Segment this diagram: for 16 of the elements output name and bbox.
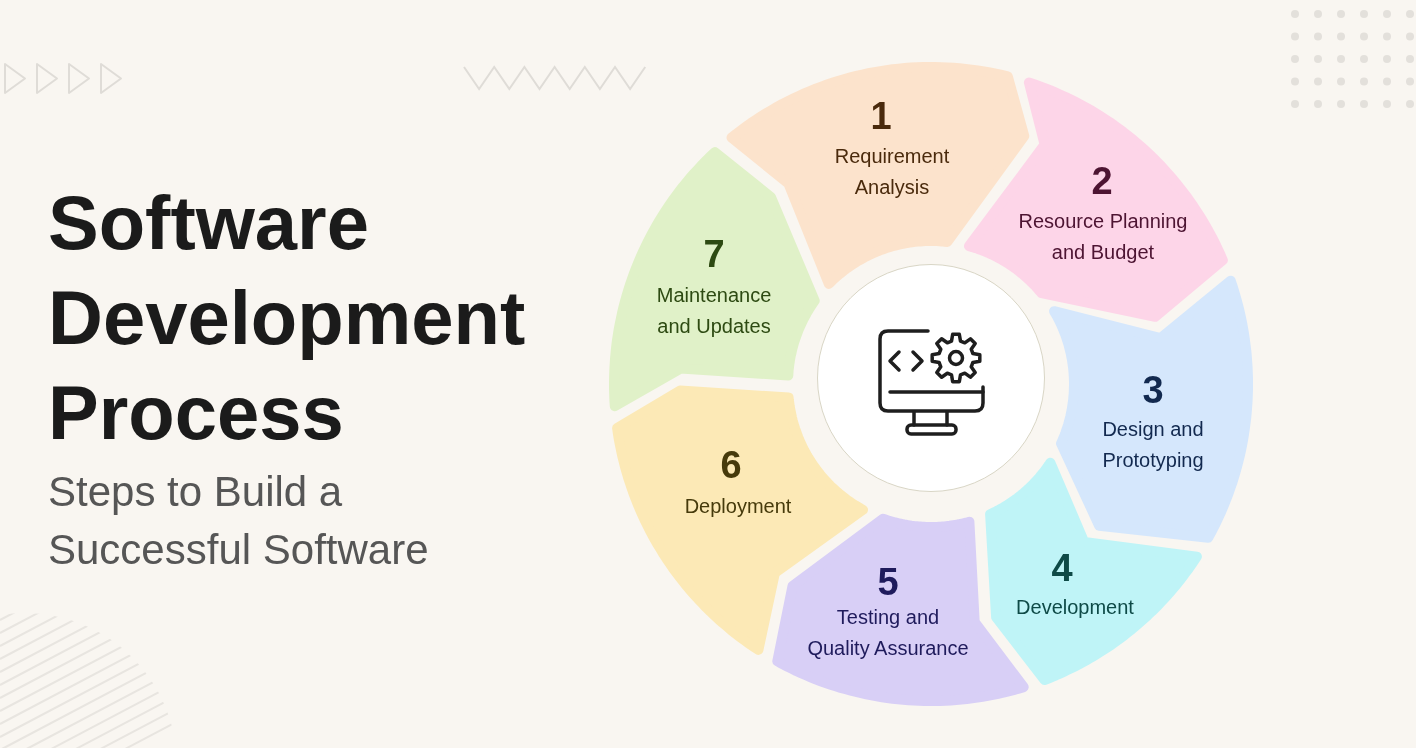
step-label: Maintenance and Updates — [655, 283, 773, 339]
step-label: Development — [1016, 594, 1134, 620]
subtitle: Steps to Build a Successful Software — [48, 467, 430, 575]
step-number: 4 — [1051, 548, 1073, 588]
step-number: 1 — [870, 96, 892, 136]
step-number: 3 — [1142, 370, 1164, 410]
step-number: 7 — [703, 234, 725, 274]
step-label: Resource Planning and Budget — [1017, 209, 1189, 265]
title: Software Development Process — [48, 179, 527, 457]
step-number: 2 — [1091, 161, 1113, 201]
step-label: Requirement Analysis — [833, 144, 951, 200]
step-label: Testing and Quality Assurance — [806, 605, 970, 661]
step-label: Deployment — [684, 493, 792, 519]
step-number: 6 — [720, 445, 742, 485]
step-label: Design and Prototyping — [1101, 417, 1205, 473]
step-number: 5 — [877, 562, 899, 602]
